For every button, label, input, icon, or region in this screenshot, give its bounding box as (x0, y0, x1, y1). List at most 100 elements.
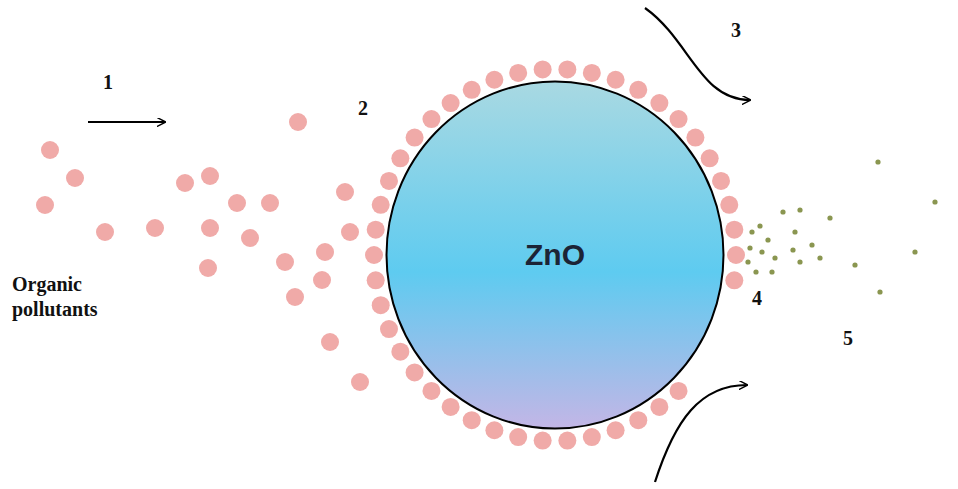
pollutant-dot (607, 71, 625, 89)
product-dot (852, 262, 857, 267)
pollutant-dot (406, 129, 424, 147)
pollutant-dot (201, 167, 219, 185)
pollutant-dot (463, 411, 481, 429)
pollutant-dot (727, 246, 745, 264)
pollutant-dot (372, 196, 390, 214)
pollutant-label: Organic pollutants (12, 272, 142, 322)
flow-arrow (645, 8, 750, 100)
pollutant-dot (380, 172, 398, 190)
pollutant-dot (534, 60, 552, 78)
pollutant-dot (316, 243, 334, 261)
product-dot (912, 249, 917, 254)
pollutant-dot (365, 246, 383, 264)
product-dot (809, 242, 814, 247)
product-dot (932, 199, 937, 204)
product-dots (745, 159, 937, 294)
pollutant-dot (391, 149, 409, 167)
pollutant-dot (201, 219, 219, 237)
pollutant-dot (146, 219, 164, 237)
pollutant-dot (485, 421, 503, 439)
pollutant-dots (36, 113, 369, 391)
product-dot (792, 229, 797, 234)
product-dot (780, 209, 785, 214)
zno-particle: ZnO (385, 80, 725, 430)
product-dot (790, 247, 795, 252)
step-number: 3 (731, 18, 741, 43)
pollutant-dot (380, 320, 398, 338)
step-number: 1 (103, 70, 113, 95)
pollutant-dot (313, 271, 331, 289)
pollutant-dot (261, 194, 279, 212)
pollutant-dot (422, 110, 440, 128)
product-dot (827, 215, 832, 220)
pollutant-dot (701, 149, 719, 167)
pollutant-dot (607, 421, 625, 439)
pollutant-dot (583, 64, 601, 82)
pollutant-dot (228, 194, 246, 212)
pollutant-dot (686, 129, 704, 147)
pollutant-dot (367, 271, 385, 289)
pollutant-dot (725, 271, 743, 289)
product-dot (769, 269, 774, 274)
pollutant-dot (629, 411, 647, 429)
flow-arrow (88, 121, 165, 123)
pollutant-dot (372, 296, 390, 314)
step-number: 2 (358, 96, 368, 121)
pollutant-dot (276, 253, 294, 271)
pollutant-dot (406, 363, 424, 381)
pollutant-dot (509, 64, 527, 82)
pollutant-dot (341, 223, 359, 241)
product-dot (877, 289, 882, 294)
pollutant-dot (199, 259, 217, 277)
pollutant-dot (558, 432, 576, 450)
pollutant-dot (286, 288, 304, 306)
pollutant-dot (36, 196, 54, 214)
pollutant-dot (485, 71, 503, 89)
pollutant-dot (670, 382, 688, 400)
pollutant-dot (650, 94, 668, 112)
pollutant-dot (712, 172, 730, 190)
product-dot (759, 249, 764, 254)
product-dot (765, 237, 770, 242)
pollutant-dot (351, 373, 369, 391)
pollutant-dot (41, 141, 59, 159)
product-dot (745, 259, 750, 264)
product-dot (747, 245, 752, 250)
product-dot (757, 223, 762, 228)
pollutant-dot (321, 333, 339, 351)
pollutant-dot (176, 174, 194, 192)
pollutant-dot (583, 428, 601, 446)
step-number: 5 (843, 326, 853, 351)
pollutant-dot (367, 221, 385, 239)
product-dot (797, 259, 802, 264)
pollutant-dot (725, 221, 743, 239)
pollutant-dot (534, 432, 552, 450)
product-dot (749, 229, 754, 234)
particle-ellipse (387, 82, 724, 429)
pollutant-dot (391, 343, 409, 361)
product-dot (772, 255, 777, 260)
pollutant-dot (670, 110, 688, 128)
pollutant-dot (66, 169, 84, 187)
flow-arrow (655, 385, 747, 482)
pollutant-dot (629, 81, 647, 99)
pollutant-dot (442, 94, 460, 112)
pollutant-dot (96, 223, 114, 241)
pollutant-dot (336, 183, 354, 201)
product-dot (797, 207, 802, 212)
pollutant-dot (463, 81, 481, 99)
pollutant-dot (720, 196, 738, 214)
adsorbed-dots (365, 60, 745, 449)
product-dot (817, 255, 822, 260)
step-number: 4 (752, 286, 762, 311)
pollutant-dot (289, 113, 307, 131)
product-dot (753, 269, 758, 274)
pollutant-dot (558, 60, 576, 78)
pollutant-dot (422, 382, 440, 400)
pollutant-dot (241, 229, 259, 247)
pollutant-dot (442, 398, 460, 416)
pollutant-dot (509, 428, 527, 446)
particle-label: ZnO (525, 238, 585, 272)
product-dot (875, 159, 880, 164)
